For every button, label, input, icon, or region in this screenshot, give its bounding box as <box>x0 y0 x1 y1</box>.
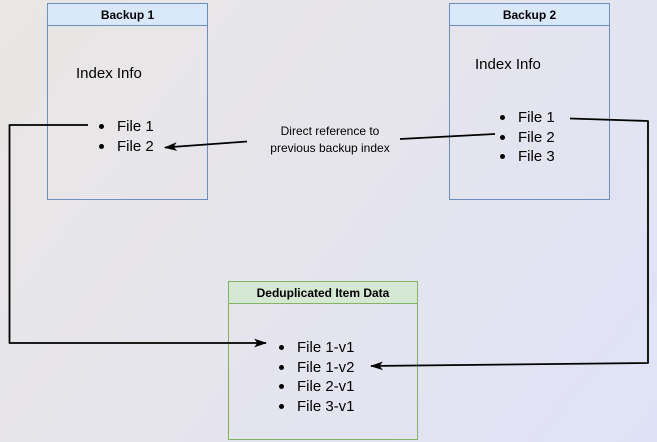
backup2-box: Backup 2 Index Info File 1 File 2 File 3 <box>449 3 610 200</box>
list-item: File 1 <box>500 108 555 128</box>
backup2-file-list: File 1 File 2 File 3 <box>500 108 555 167</box>
backup1-header: Backup 1 <box>48 4 207 26</box>
backup2-title: Backup 2 <box>502 7 557 22</box>
direct-reference-label-line1: Direct reference to <box>280 124 380 138</box>
dedup-title: Deduplicated Item Data <box>256 285 390 300</box>
dedup-file-list: File 1-v1 File 1-v2 File 2-v1 File 3-v1 <box>279 338 355 417</box>
dedup-header: Deduplicated Item Data <box>229 282 417 304</box>
list-item: File 2 <box>500 128 555 148</box>
backup1-title: Backup 1 <box>100 7 155 22</box>
list-item: File 1 <box>99 117 154 137</box>
list-item: File 2-v1 <box>279 377 355 397</box>
list-item: File 1-v1 <box>279 338 355 358</box>
dedup-box: Deduplicated Item Data File 1-v1 File 1-… <box>228 281 418 440</box>
backup2-index-info-label: Index Info <box>475 56 541 73</box>
backup1-index-info-label: Index Info <box>76 65 142 82</box>
list-item: File 1-v2 <box>279 358 355 378</box>
backup2-header: Backup 2 <box>450 4 609 26</box>
list-item: File 3 <box>500 147 555 167</box>
list-item: File 3-v1 <box>279 397 355 417</box>
direct-reference-label: Direct reference to previous backup inde… <box>240 123 420 157</box>
list-item: File 2 <box>99 137 154 157</box>
direct-reference-label-line2: previous backup index <box>270 141 390 155</box>
backup1-box: Backup 1 Index Info File 1 File 2 <box>47 3 208 200</box>
backup1-file-list: File 1 File 2 <box>99 117 154 157</box>
